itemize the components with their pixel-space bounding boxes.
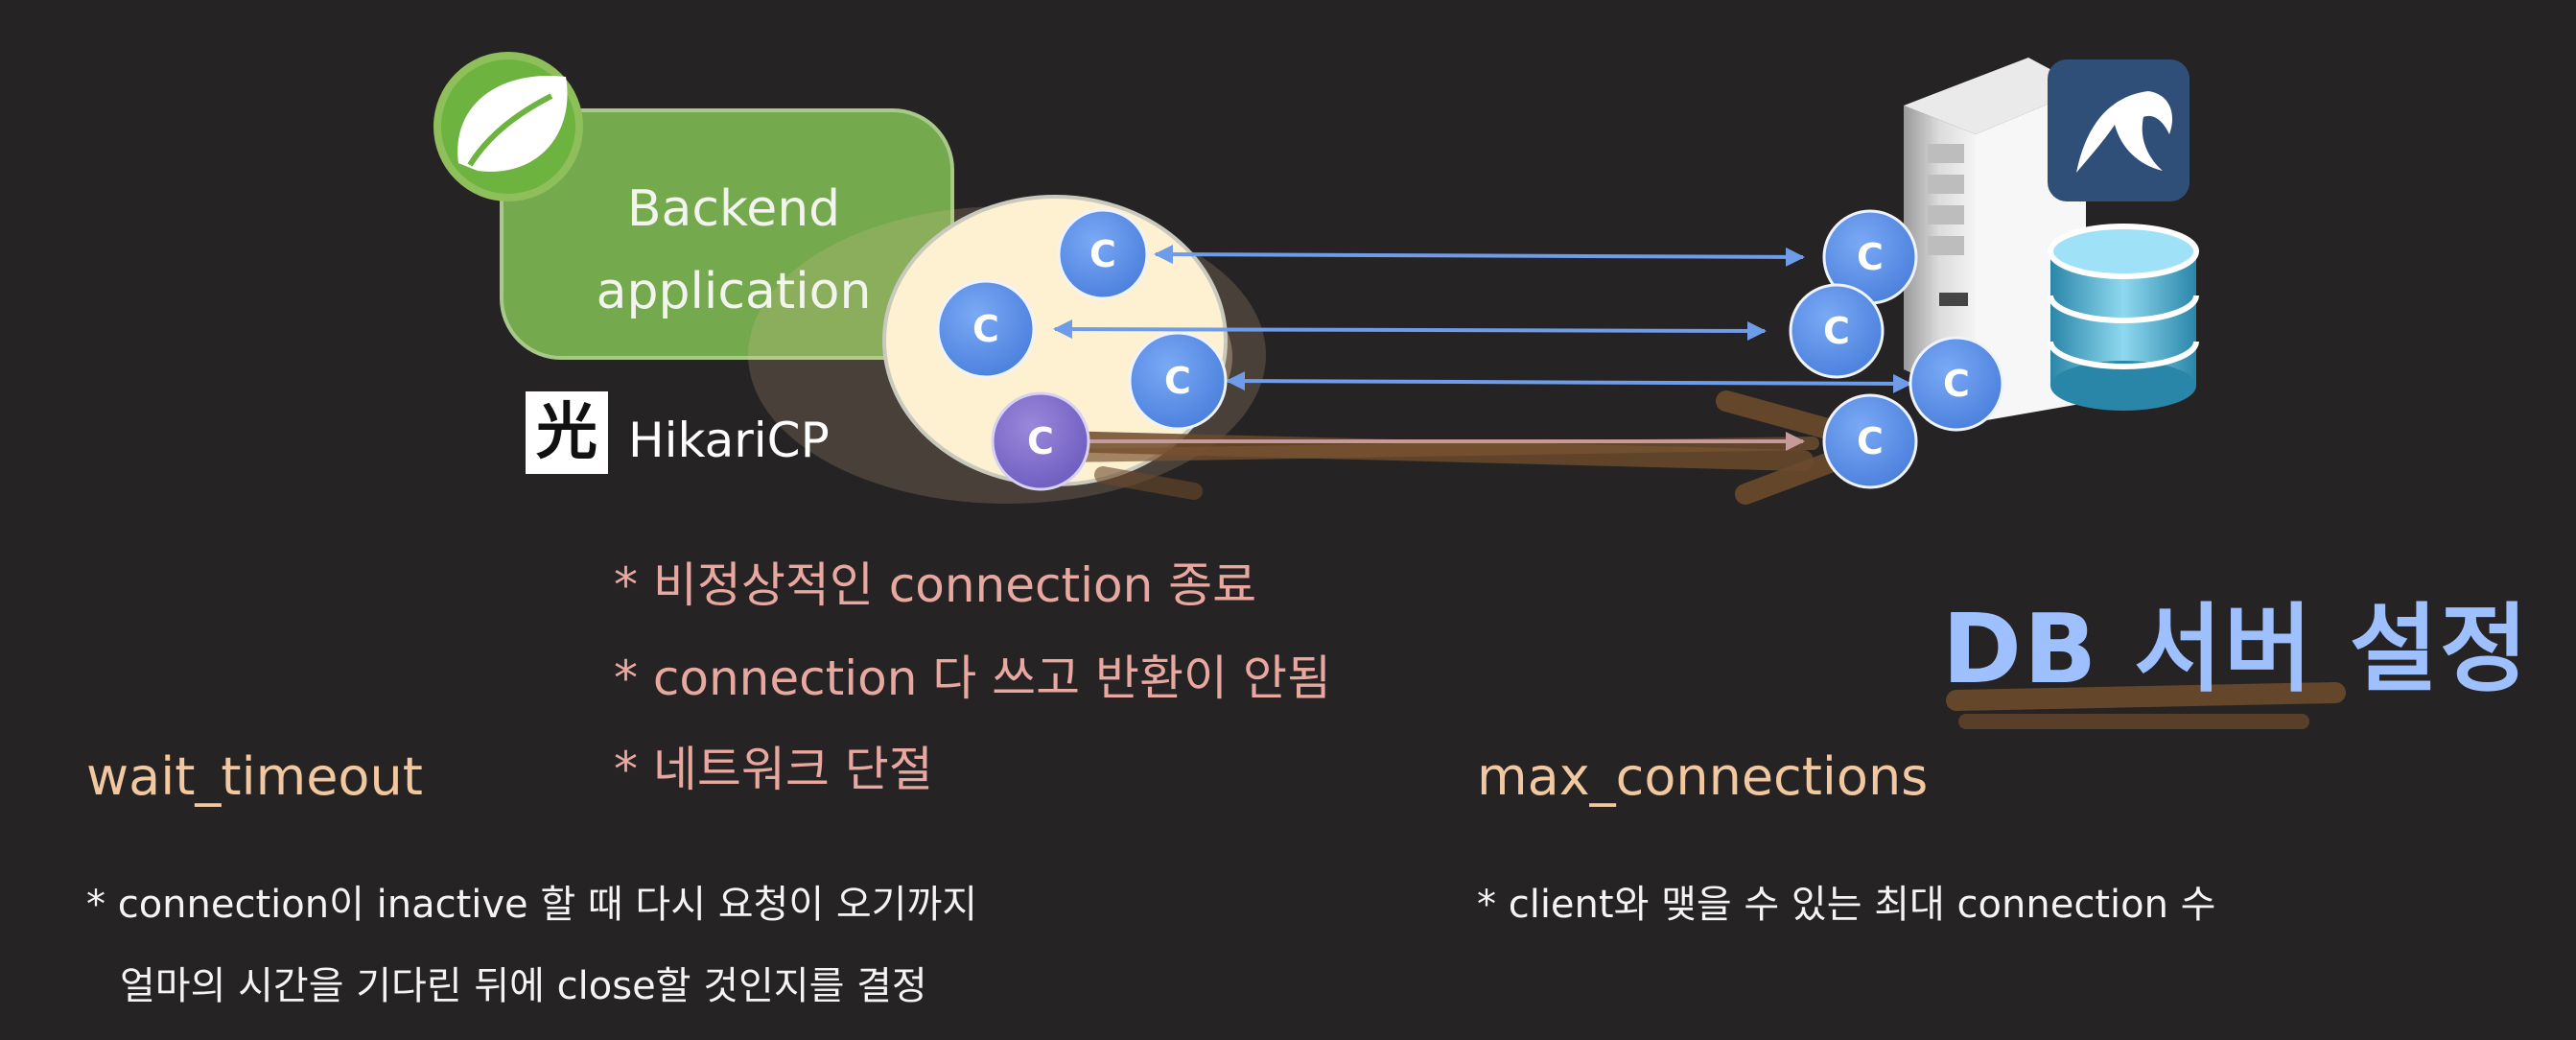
svg-text:C: C — [972, 308, 999, 350]
db-title-underline — [1946, 682, 2346, 729]
connection-node: C — [1909, 336, 2004, 432]
svg-text:C: C — [1823, 310, 1850, 352]
spring-leaf-icon — [433, 52, 583, 201]
backend-label-line2: application — [596, 263, 872, 320]
arrow-connection-3 — [1226, 371, 1912, 393]
max-connections-title: max_connections — [1477, 746, 1929, 807]
connection-node: C — [1789, 283, 1885, 379]
arrow-connection-2 — [1053, 319, 1767, 341]
server-connections: C C C C — [1789, 209, 2004, 489]
connection-node: C — [1057, 208, 1149, 300]
db-settings-title: DB 서버 설정 — [1942, 593, 2530, 705]
stale-connection-node: C — [991, 391, 1090, 491]
svg-text:C: C — [1943, 363, 1970, 405]
svg-text:C: C — [1089, 233, 1116, 275]
wait-timeout-desc-line1: * connection이 inactive 할 때 다시 요청이 오기까지 — [86, 883, 978, 927]
cause-item: * connection 다 쓰고 반환이 안됨 — [614, 650, 1331, 706]
wait-timeout-desc-line2: 얼마의 시간을 기다린 뒤에 close할 것인지를 결정 — [120, 964, 927, 1008]
cause-item: * 네트워크 단절 — [614, 742, 933, 797]
pool-connections: C C C C — [936, 208, 1228, 491]
arrow-connection-1 — [1154, 245, 1805, 267]
wait-timeout-title: wait_timeout — [86, 746, 423, 807]
hikari-pool-label: HikariCP — [628, 413, 830, 468]
svg-text:C: C — [1857, 236, 1884, 278]
backend-application-label: Backend application — [575, 168, 892, 333]
connection-arrows — [1053, 245, 1912, 451]
cause-item: * 비정상적인 connection 종료 — [614, 557, 1257, 613]
svg-text:C: C — [1164, 360, 1191, 402]
connection-node: C — [936, 279, 1036, 379]
svg-text:C: C — [1857, 420, 1884, 462]
svg-text:C: C — [1027, 420, 1054, 462]
connection-node: C — [1128, 331, 1228, 431]
backend-label-line1: Backend — [626, 180, 841, 238]
mysql-dolphin-icon — [2048, 59, 2190, 201]
database-cylinder-icon — [2048, 224, 2199, 411]
max-connections-desc: * client와 맺을 수 있는 최대 connection 수 — [1477, 883, 2216, 927]
hikari-logo-icon: 光 — [526, 391, 608, 474]
connection-node: C — [1822, 393, 1918, 489]
